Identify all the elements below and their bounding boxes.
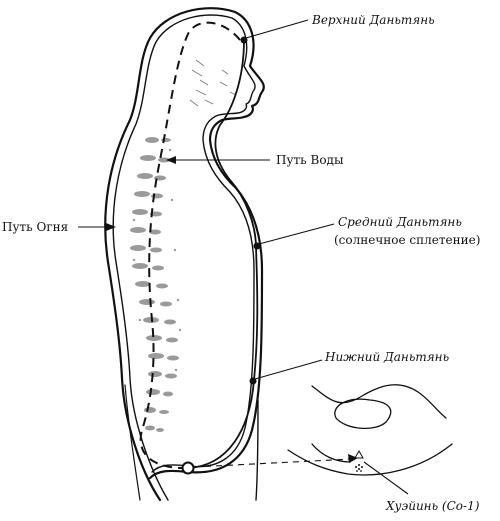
huiyin-point xyxy=(181,461,195,475)
water-path-line xyxy=(187,39,259,469)
spine-illustration xyxy=(130,137,182,432)
label-lower-dantian: Нижний Даньтянь xyxy=(324,350,449,364)
pelvis-buttock xyxy=(334,398,392,429)
inset-dot-cluster xyxy=(355,464,363,472)
pelvis-inner-curve xyxy=(311,443,351,463)
body-outline-outer xyxy=(104,7,265,502)
body-outline xyxy=(104,7,265,502)
fire-path-line xyxy=(139,21,241,469)
leader-lines xyxy=(78,19,409,495)
water-path-arrowhead xyxy=(166,156,176,164)
leg-outline xyxy=(255,399,259,501)
label-middle-dantian: Средний Даньтянь xyxy=(338,215,462,229)
upper-dantian-point xyxy=(240,36,248,44)
label-fire-path: Путь Огня xyxy=(2,220,68,234)
label-huiyin: Хуэйинь (Со-1) xyxy=(385,499,480,513)
pelvis-lower-curve xyxy=(287,443,453,476)
pelvis-upper-curve xyxy=(311,384,447,419)
label-middle-dantian-sub: (солнечное сплетение) xyxy=(334,233,480,247)
huiyin-label-leader xyxy=(363,461,409,495)
pelvis-inset xyxy=(287,384,453,476)
middle-dantian-point xyxy=(253,242,261,250)
body-outline-inner xyxy=(112,14,256,501)
lower-dantian-point xyxy=(249,377,257,385)
huiyin-arrowhead xyxy=(348,454,358,463)
huiyin-leader xyxy=(193,458,353,468)
upper-dantian-leader xyxy=(245,19,309,39)
face-shading xyxy=(189,59,237,107)
lower-dantian-leader xyxy=(254,359,323,380)
label-upper-dantian: Верхний Даньтянь xyxy=(311,13,435,27)
back-lower-line xyxy=(124,384,141,501)
middle-dantian-leader xyxy=(258,223,335,245)
label-water-path: Путь Воды xyxy=(276,153,344,167)
fire-path-arrowhead xyxy=(106,223,116,231)
inset-triangle-icon xyxy=(354,449,364,459)
